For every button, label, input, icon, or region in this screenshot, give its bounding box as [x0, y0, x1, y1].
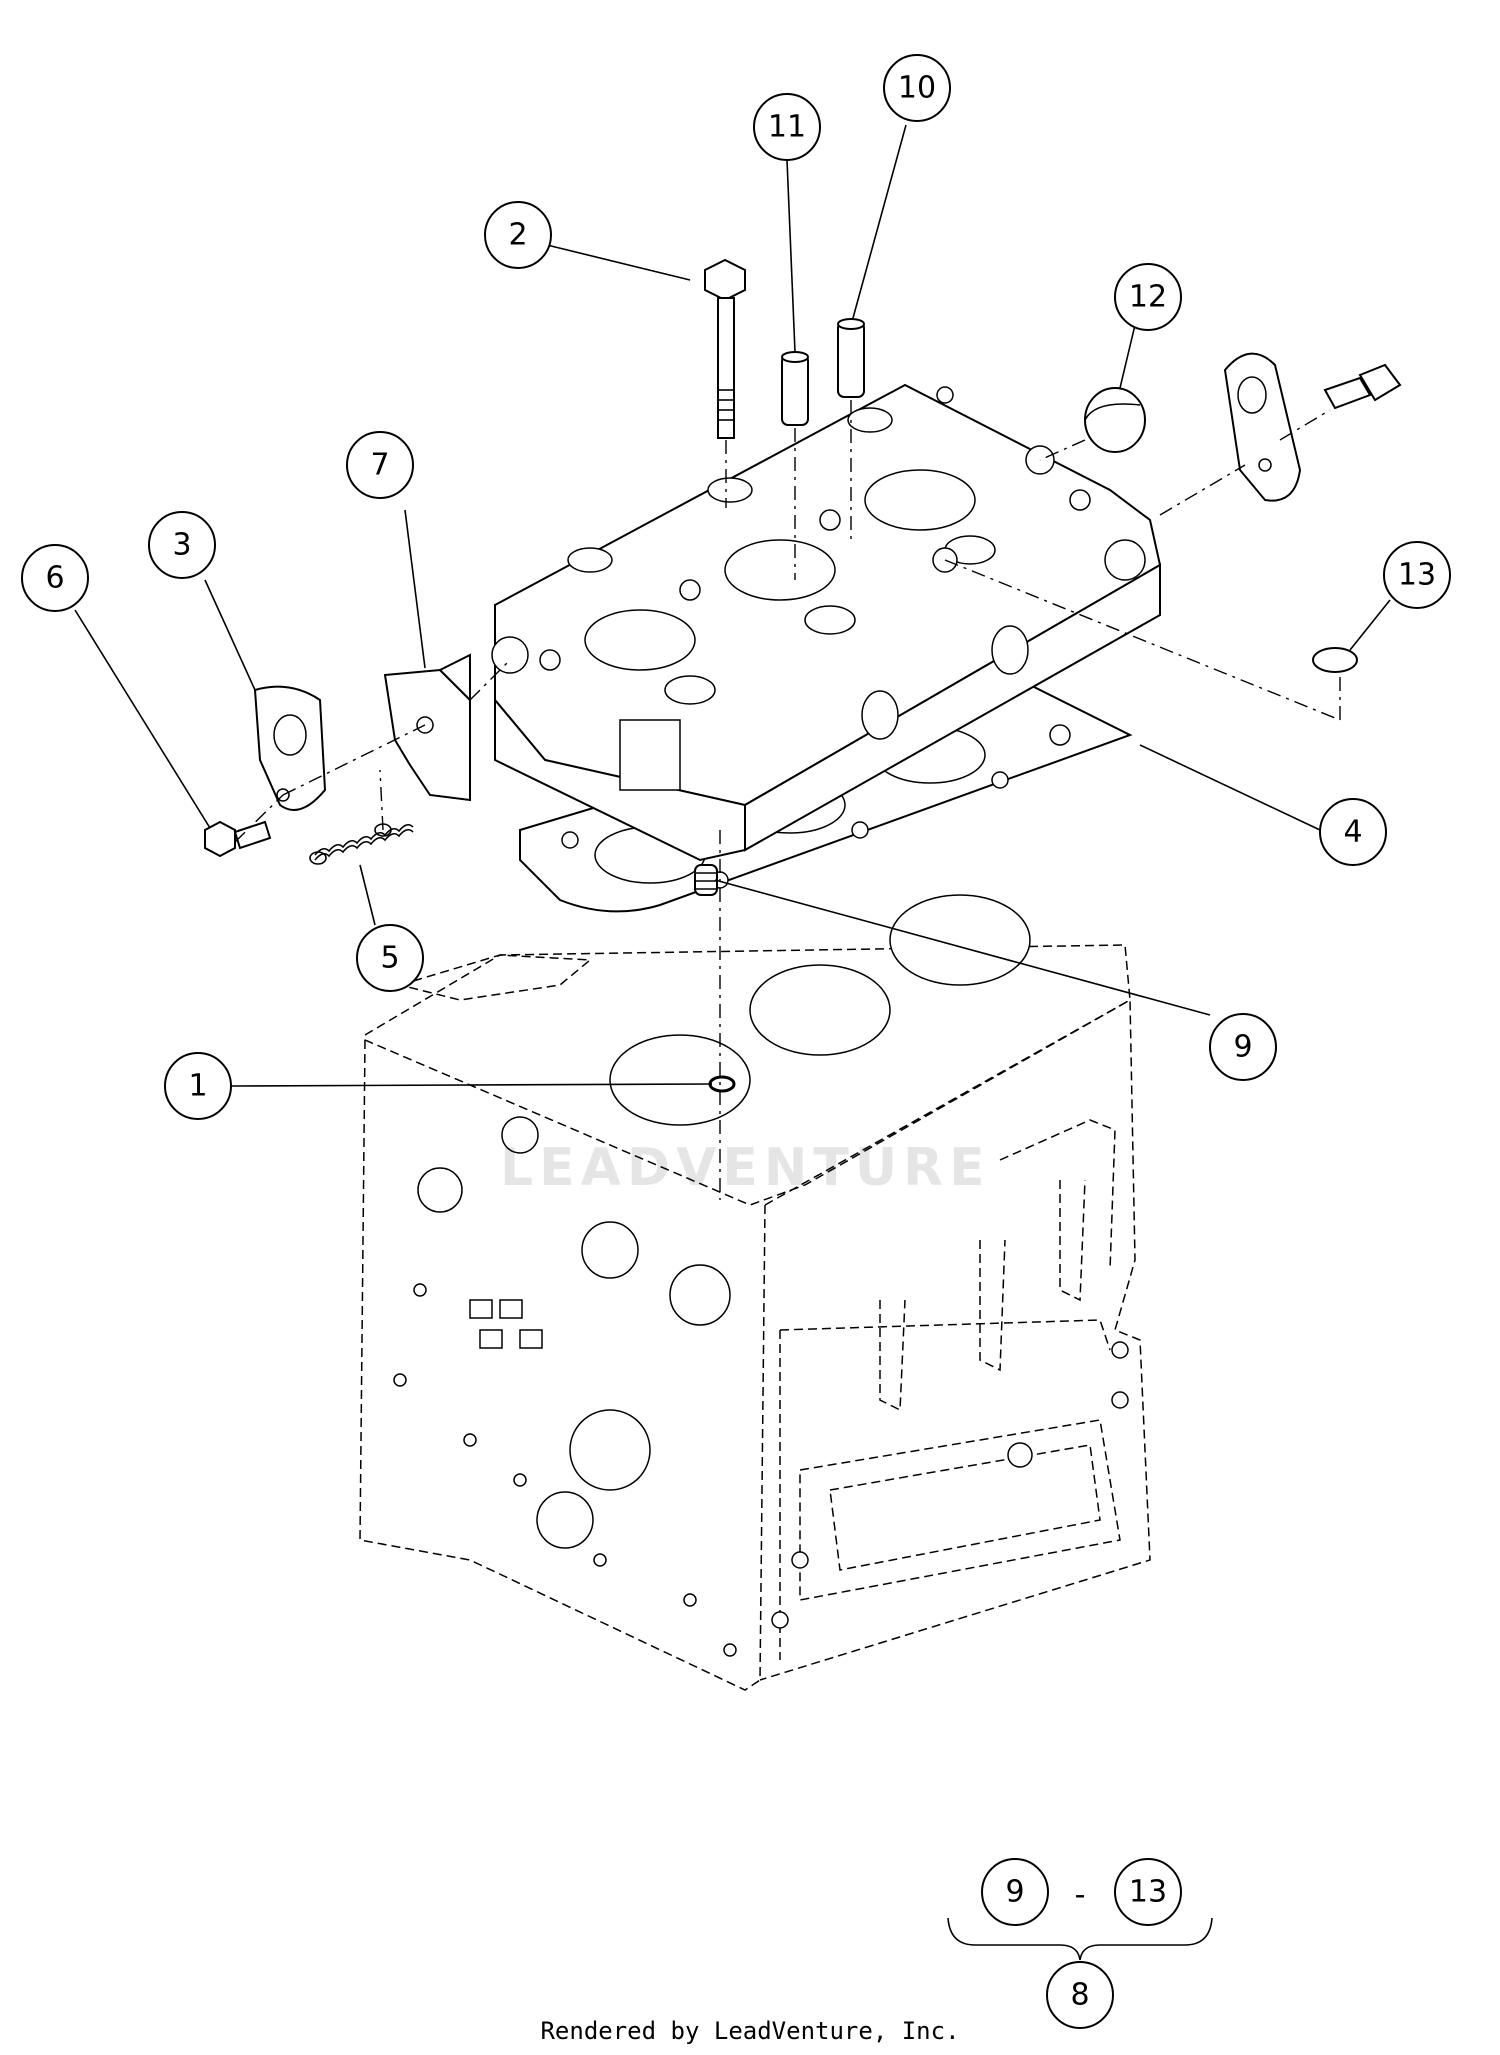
- callout-7-label: 7: [370, 448, 389, 483]
- callout-10[interactable]: 10: [883, 54, 951, 122]
- callout-11-label: 11: [768, 110, 806, 145]
- footer-credit: Rendered by LeadVenture, Inc.: [540, 2017, 960, 2045]
- left-lift-hanger: [253, 685, 327, 811]
- callout-13[interactable]: 13: [1383, 541, 1451, 609]
- seal-ring: [1312, 647, 1358, 673]
- callout-3[interactable]: 3: [148, 511, 216, 579]
- callout-1[interactable]: 1: [164, 1052, 232, 1120]
- callout-2-label: 2: [508, 218, 527, 253]
- callout-8[interactable]: 8: [1046, 1961, 1114, 2029]
- right-hanger-bolt: [1323, 363, 1402, 410]
- callout-9-label: 9: [1233, 1030, 1252, 1065]
- callout-4-label: 4: [1343, 815, 1362, 850]
- callout-4[interactable]: 4: [1319, 798, 1387, 866]
- assembly-axis-lines: [234, 400, 1341, 1200]
- callout-5-label: 5: [380, 941, 399, 976]
- callout-6[interactable]: 6: [21, 544, 89, 612]
- callout-5[interactable]: 5: [356, 924, 424, 992]
- bracket: [383, 653, 471, 802]
- cup-plug: [1084, 387, 1146, 453]
- callout-12-label: 12: [1129, 280, 1167, 315]
- callout-13-label: 13: [1398, 558, 1436, 593]
- right-lift-hanger: [1223, 352, 1302, 502]
- callout-11[interactable]: 11: [753, 93, 821, 161]
- kit-group: 9 - 13 8: [947, 1858, 1213, 2029]
- kit-to-label: 13: [1129, 1875, 1167, 1910]
- kit-to-callout[interactable]: 13: [1114, 1858, 1182, 1926]
- kit-from-label: 9: [1005, 1875, 1024, 1910]
- callout-1-label: 1: [188, 1069, 207, 1104]
- callout-2[interactable]: 2: [484, 201, 552, 269]
- watermark: LEADVENTURE: [500, 1138, 991, 1198]
- callout-9[interactable]: 9: [1209, 1013, 1277, 1081]
- callout-8-label: 8: [1070, 1978, 1089, 2013]
- callout-12[interactable]: 12: [1114, 263, 1182, 331]
- kit-from-callout[interactable]: 9: [981, 1858, 1049, 1926]
- callout-6-label: 6: [45, 561, 64, 596]
- dowel-pin: [694, 864, 718, 896]
- valve-guide-10: [837, 318, 865, 398]
- callout-10-label: 10: [898, 71, 936, 106]
- spring: [309, 823, 414, 865]
- valve-guide-11: [781, 351, 809, 426]
- leader-lines: [74, 124, 1391, 1087]
- head-bolt: [704, 258, 746, 439]
- kit-range-separator: -: [1075, 1878, 1086, 1913]
- o-ring: [708, 1075, 736, 1093]
- engine-block: [359, 894, 1151, 1691]
- callout-3-label: 3: [172, 528, 191, 563]
- kit-brace: [947, 1917, 1213, 1961]
- left-hanger-bolt: [204, 820, 272, 858]
- callout-7[interactable]: 7: [346, 431, 414, 499]
- cylinder-head: [491, 383, 1162, 862]
